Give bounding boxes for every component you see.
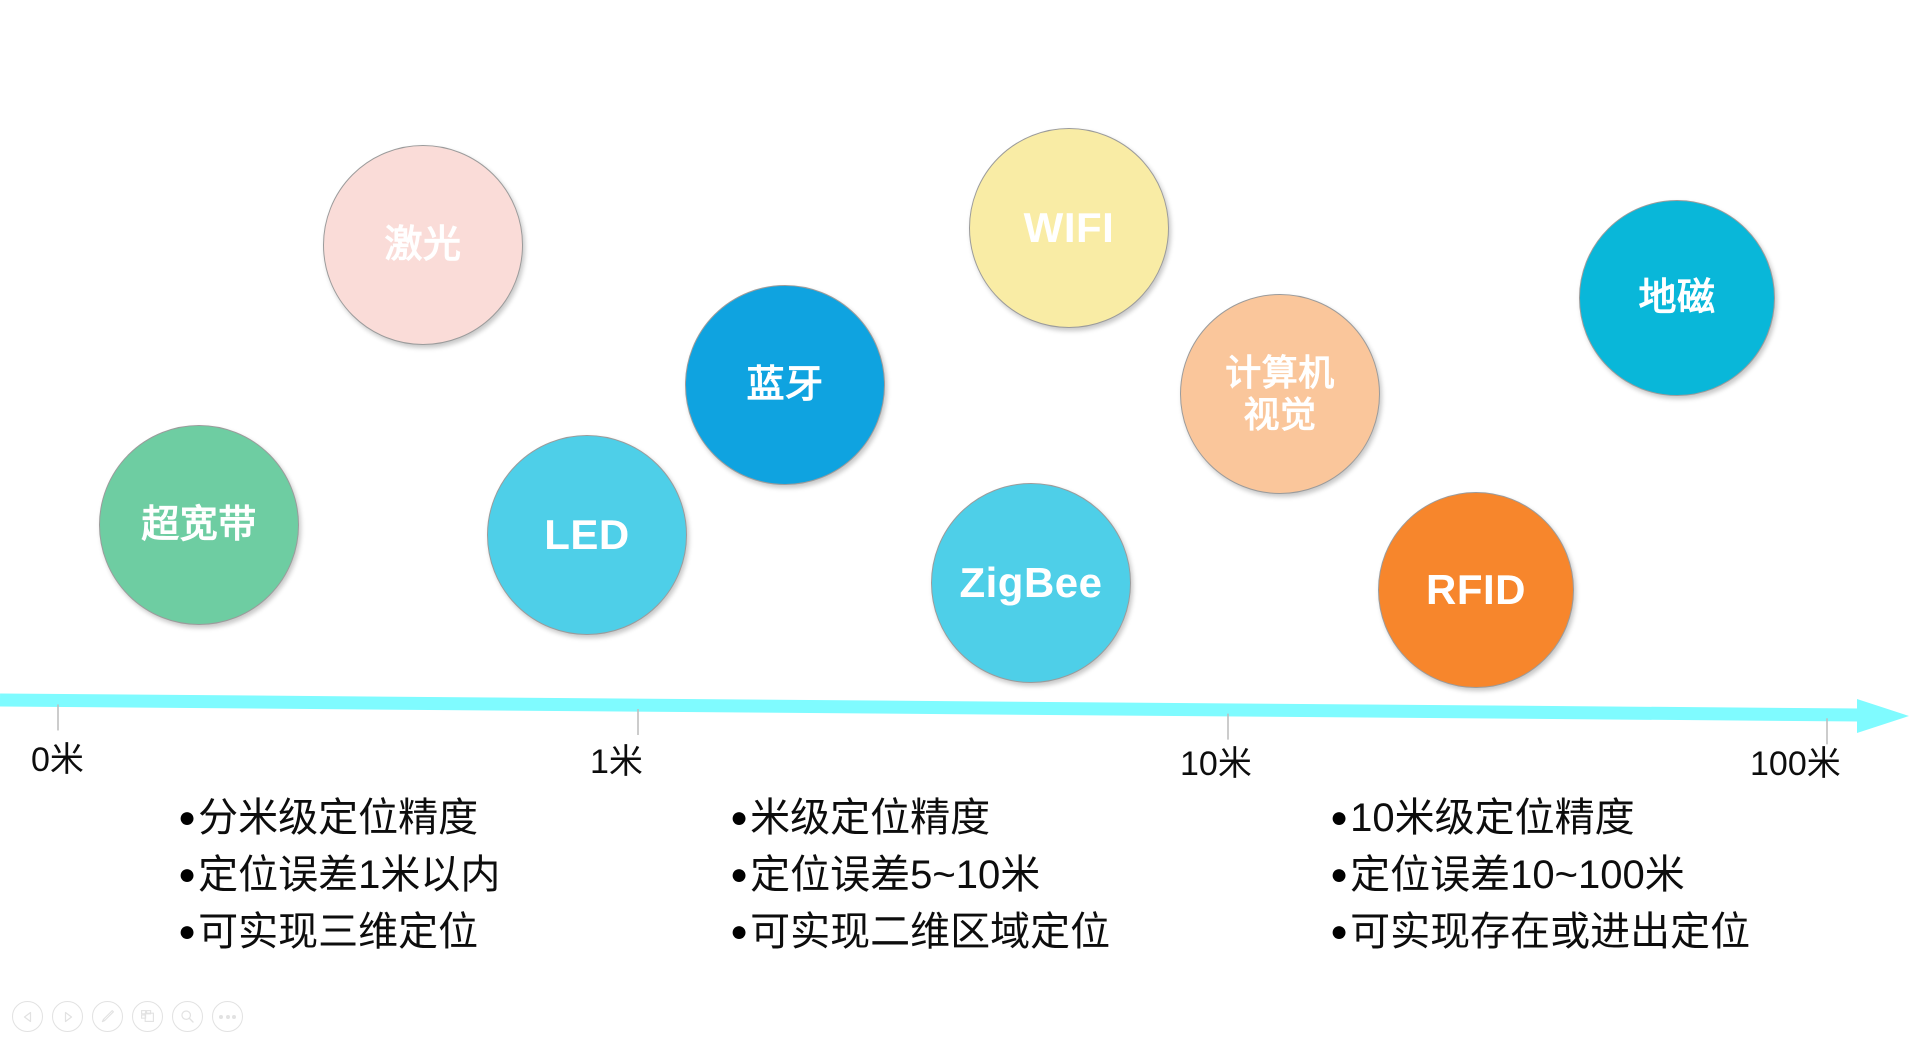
axis-line bbox=[0, 693, 1862, 722]
triangle-left-icon bbox=[23, 1011, 31, 1022]
bullet-dot-icon: ● bbox=[730, 801, 749, 834]
triangle-right-icon bbox=[64, 1011, 72, 1022]
magnifier-icon bbox=[181, 1010, 194, 1023]
bullet-dot-icon: ● bbox=[178, 801, 197, 834]
bullet-item: ●定位误差10~100米 bbox=[1330, 852, 1750, 898]
next-slide-button[interactable] bbox=[52, 1001, 83, 1032]
bubble-rfid[interactable]: RFID bbox=[1378, 492, 1574, 688]
bullet-item: ●10米级定位精度 bbox=[1330, 795, 1750, 841]
bubble-label: 超宽带 bbox=[141, 503, 257, 546]
bubble-label: WIFI bbox=[1023, 204, 1115, 252]
axis-arrow-head-icon bbox=[1857, 699, 1909, 733]
bullet-text: 可实现二维区域定位 bbox=[750, 910, 1111, 954]
bubble-label: 计算机 视觉 bbox=[1225, 351, 1335, 435]
bubble-label: 蓝牙 bbox=[746, 363, 824, 406]
bullet-text: 分米级定位精度 bbox=[198, 796, 479, 840]
bullet-item: ●定位误差5~10米 bbox=[730, 852, 1110, 898]
bubble-label: 激光 bbox=[384, 223, 462, 266]
bubble-zigbee[interactable]: ZigBee bbox=[931, 483, 1131, 683]
pen-tool-button[interactable] bbox=[92, 1001, 123, 1032]
previous-slide-button[interactable] bbox=[12, 1001, 43, 1032]
bullet-item: ●米级定位精度 bbox=[730, 795, 1110, 841]
bullet-dot-icon: ● bbox=[1330, 801, 1349, 834]
axis-tick-label-0: 0米 bbox=[31, 741, 84, 779]
bullet-dot-icon: ● bbox=[1330, 858, 1349, 891]
grid-slides-icon bbox=[141, 1010, 154, 1022]
all-slides-button[interactable] bbox=[132, 1001, 163, 1032]
slideshow-toolbar[interactable] bbox=[12, 1001, 243, 1032]
bubble-label: 地磁 bbox=[1638, 276, 1716, 319]
bullet-dot-icon: ● bbox=[730, 915, 749, 948]
zoom-button[interactable] bbox=[172, 1001, 203, 1032]
bubble-label: LED bbox=[544, 511, 630, 559]
bullet-text: 定位误差1米以内 bbox=[198, 853, 501, 897]
bullet-dot-icon: ● bbox=[730, 858, 749, 891]
bullet-item: ●定位误差1米以内 bbox=[178, 852, 500, 898]
pen-icon bbox=[101, 1010, 114, 1023]
bullet-dot-icon: ● bbox=[178, 915, 197, 948]
bullet-item: ●可实现三维定位 bbox=[178, 909, 500, 955]
ellipsis-icon bbox=[219, 1014, 236, 1019]
bullet-item: ●可实现二维区域定位 bbox=[730, 909, 1110, 955]
bullet-text: 10米级定位精度 bbox=[1350, 796, 1635, 840]
bullet-column-ten-meter-accuracy: ●10米级定位精度●定位误差10~100米●可实现存在或进出定位 bbox=[1330, 795, 1750, 966]
bubble-computer-vision[interactable]: 计算机 视觉 bbox=[1180, 294, 1380, 494]
bullet-text: 可实现三维定位 bbox=[198, 910, 479, 954]
bullet-text: 定位误差5~10米 bbox=[750, 853, 1041, 897]
bullet-text: 米级定位精度 bbox=[750, 796, 991, 840]
bubble-label: RFID bbox=[1426, 566, 1526, 614]
axis-tick-label-1: 1米 bbox=[590, 743, 643, 781]
bubble-laser[interactable]: 激光 bbox=[323, 145, 523, 345]
bullet-dot-icon: ● bbox=[1330, 915, 1349, 948]
bubble-wifi[interactable]: WIFI bbox=[969, 128, 1169, 328]
bullet-item: ●分米级定位精度 bbox=[178, 795, 500, 841]
bullet-column-decimeter-accuracy: ●分米级定位精度●定位误差1米以内●可实现三维定位 bbox=[178, 795, 500, 966]
axis-tick-label-2: 10米 bbox=[1180, 745, 1252, 783]
bullet-dot-icon: ● bbox=[178, 858, 197, 891]
bubble-geomagnetic[interactable]: 地磁 bbox=[1579, 200, 1775, 396]
bullet-text: 定位误差10~100米 bbox=[1350, 853, 1685, 897]
bubble-led[interactable]: LED bbox=[487, 435, 687, 635]
bullet-column-meter-accuracy: ●米级定位精度●定位误差5~10米●可实现二维区域定位 bbox=[730, 795, 1110, 966]
bullet-item: ●可实现存在或进出定位 bbox=[1330, 909, 1750, 955]
bubble-bluetooth[interactable]: 蓝牙 bbox=[685, 285, 885, 485]
bubble-uwb[interactable]: 超宽带 bbox=[99, 425, 299, 625]
axis-tick-label-3: 100米 bbox=[1750, 745, 1841, 783]
bullet-text: 可实现存在或进出定位 bbox=[1350, 910, 1751, 954]
more-options-button[interactable] bbox=[212, 1001, 243, 1032]
bubble-label: ZigBee bbox=[959, 559, 1103, 607]
